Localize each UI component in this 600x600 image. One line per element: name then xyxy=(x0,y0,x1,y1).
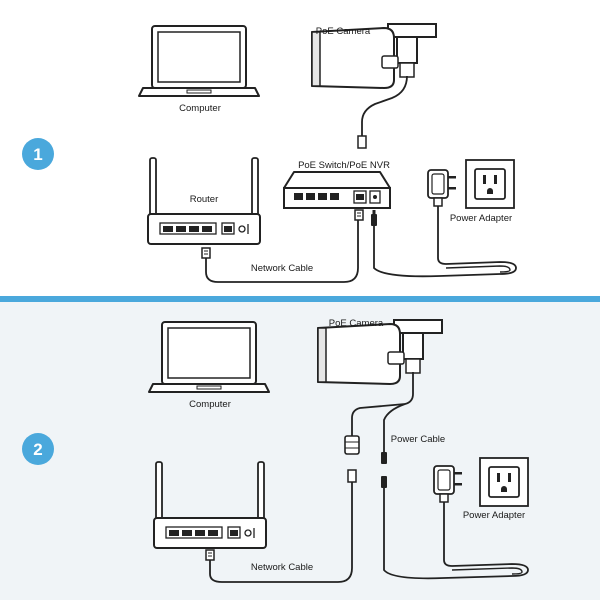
step2-computer-label: Computer xyxy=(189,399,231,410)
step1-badge: 1 xyxy=(22,138,54,170)
step1-network-cable-label: Network Cable xyxy=(251,263,313,274)
step2-camera-network-lead xyxy=(351,372,414,436)
step1-power-adapter-label: Power Adapter xyxy=(450,213,512,224)
step1-number: 1 xyxy=(33,145,42,164)
step2-power-cord xyxy=(383,488,529,580)
step2-power-cable-label: Power Cable xyxy=(391,434,445,445)
step1-router-label: Router xyxy=(190,194,219,205)
step1-laptop-icon xyxy=(138,25,260,97)
step1-power-cord xyxy=(373,206,517,278)
step2-network-cable xyxy=(209,482,353,583)
section-divider xyxy=(0,296,600,302)
step2-router-rj45 xyxy=(205,549,215,561)
step1-panel xyxy=(0,0,600,296)
step2-wall-outlet-icon xyxy=(479,457,529,507)
step2-camera-power-lead xyxy=(383,403,406,452)
step2-dc-plug xyxy=(381,476,387,488)
step1-network-cable xyxy=(205,220,359,283)
step1-camera-cable xyxy=(361,75,408,136)
step2-laptop-icon xyxy=(148,321,270,393)
step2-router-side-rj45 xyxy=(347,469,357,483)
step1-camera-rj45 xyxy=(357,135,367,149)
step2-network-coupler xyxy=(344,435,360,455)
step2-badge: 2 xyxy=(22,433,54,465)
step2-panel xyxy=(0,302,600,600)
step1-camera-label: PoE Camera xyxy=(316,26,371,37)
step1-wall-outlet-icon xyxy=(465,159,515,209)
step2-power-jack xyxy=(381,452,387,464)
step2-network-cable-label: Network Cable xyxy=(251,562,313,573)
step1-switch-icon xyxy=(283,171,391,209)
step2-power-adapter-label: Power Adapter xyxy=(463,510,525,521)
step2-camera-label: PoE Camera xyxy=(329,318,384,329)
step1-computer-label: Computer xyxy=(179,103,221,114)
step1-switch-label: PoE Switch/PoE NVR xyxy=(298,160,390,171)
step1-switch-rj45 xyxy=(354,209,364,221)
step1-router-rj45 xyxy=(201,247,211,259)
step2-number: 2 xyxy=(33,440,42,459)
